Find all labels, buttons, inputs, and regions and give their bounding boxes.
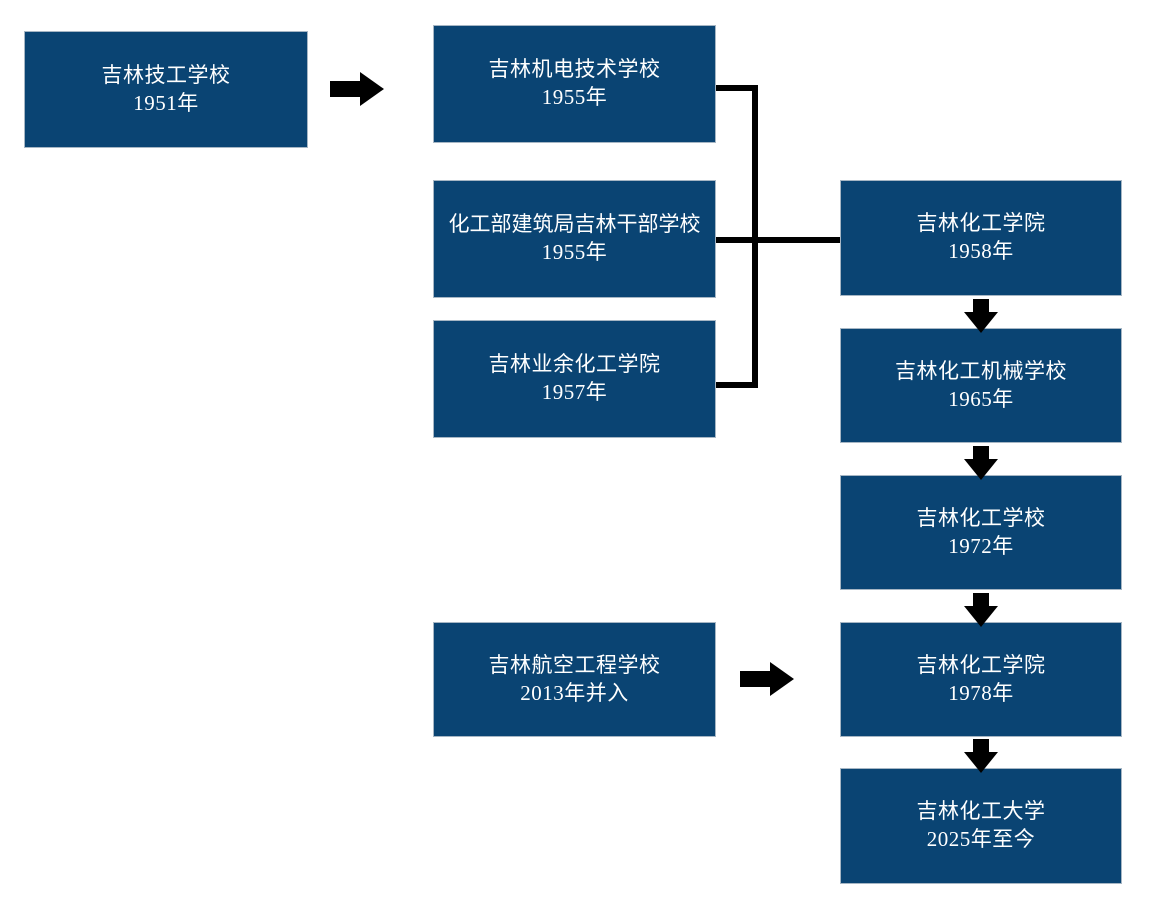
node-name: 吉林化工学院 — [916, 211, 1046, 236]
arrow-shaft — [973, 446, 989, 462]
node-jilin-mechanical-electrical-school-1955[interactable]: 吉林机电技术学校 1955年 — [433, 25, 716, 143]
node-name: 化工部建筑局吉林干部学校 — [448, 212, 701, 237]
arrow-right-2013-to-1978 — [740, 662, 798, 696]
node-name: 吉林化工机械学校 — [895, 358, 1067, 383]
bracket-segment-bottom-horizontal — [716, 382, 758, 388]
node-jilin-institute-chemical-technology-1958[interactable]: 吉林化工学院 1958年 — [840, 180, 1122, 296]
arrow-down-1978-to-2025 — [964, 739, 998, 773]
arrow-right-1951-to-1955 — [330, 72, 388, 106]
node-jilin-chemical-machinery-school-1965[interactable]: 吉林化工机械学校 1965年 — [840, 328, 1122, 443]
bracket-segment-top-horizontal — [716, 85, 758, 91]
node-year: 1957年 — [541, 380, 608, 404]
arrow-head — [360, 72, 384, 106]
node-chemical-ministry-construction-cadre-school-1955[interactable]: 化工部建筑局吉林干部学校 1955年 — [433, 180, 716, 298]
bracket-segment-middle-horizontal — [716, 237, 840, 243]
node-year: 1965年 — [948, 386, 1014, 411]
node-year: 1972年 — [948, 533, 1014, 558]
node-year: 1958年 — [948, 239, 1014, 263]
arrow-head — [964, 606, 998, 627]
node-year: 1955年 — [541, 85, 608, 109]
node-jilin-chemical-school-1972[interactable]: 吉林化工学校 1972年 — [840, 475, 1122, 590]
arrow-down-1965-to-1972 — [964, 446, 998, 480]
arrow-shaft — [740, 671, 774, 687]
node-year: 1951年 — [133, 90, 199, 115]
arrow-head — [964, 752, 998, 773]
arrow-down-1972-to-1978 — [964, 593, 998, 627]
arrow-down-1958-to-1965 — [964, 299, 998, 333]
arrow-head — [770, 662, 794, 696]
bracket-segment-vertical-spine — [752, 85, 758, 388]
arrow-shaft — [973, 593, 989, 609]
node-jilin-institute-chemical-technology-1978[interactable]: 吉林化工学院 1978年 — [840, 622, 1122, 737]
arrow-head — [964, 312, 998, 333]
node-name: 吉林航空工程学校 — [488, 652, 661, 677]
node-year: 2013年并入 — [520, 680, 629, 705]
arrow-shaft — [330, 81, 364, 97]
arrow-shaft — [973, 739, 989, 755]
node-name: 吉林业余化工学院 — [488, 352, 661, 377]
node-year: 2025年至今 — [926, 827, 1036, 851]
node-jilin-chemical-technology-university-2025[interactable]: 吉林化工大学 2025年至今 — [840, 768, 1122, 884]
node-year: 1978年 — [948, 680, 1014, 705]
node-jilin-aviation-engineering-school-2013[interactable]: 吉林航空工程学校 2013年并入 — [433, 622, 716, 737]
node-name: 吉林化工学院 — [916, 652, 1046, 677]
node-year: 1955年 — [541, 240, 608, 264]
node-jilin-amateur-chemical-college-1957[interactable]: 吉林业余化工学院 1957年 — [433, 320, 716, 438]
node-name: 吉林机电技术学校 — [488, 57, 661, 82]
node-jilin-technical-school-1951[interactable]: 吉林技工学校 1951年 — [24, 31, 308, 148]
node-name: 吉林技工学校 — [101, 62, 231, 87]
arrow-shaft — [973, 299, 989, 315]
node-name: 吉林化工大学 — [916, 799, 1046, 824]
arrow-head — [964, 459, 998, 480]
node-name: 吉林化工学校 — [916, 505, 1046, 530]
